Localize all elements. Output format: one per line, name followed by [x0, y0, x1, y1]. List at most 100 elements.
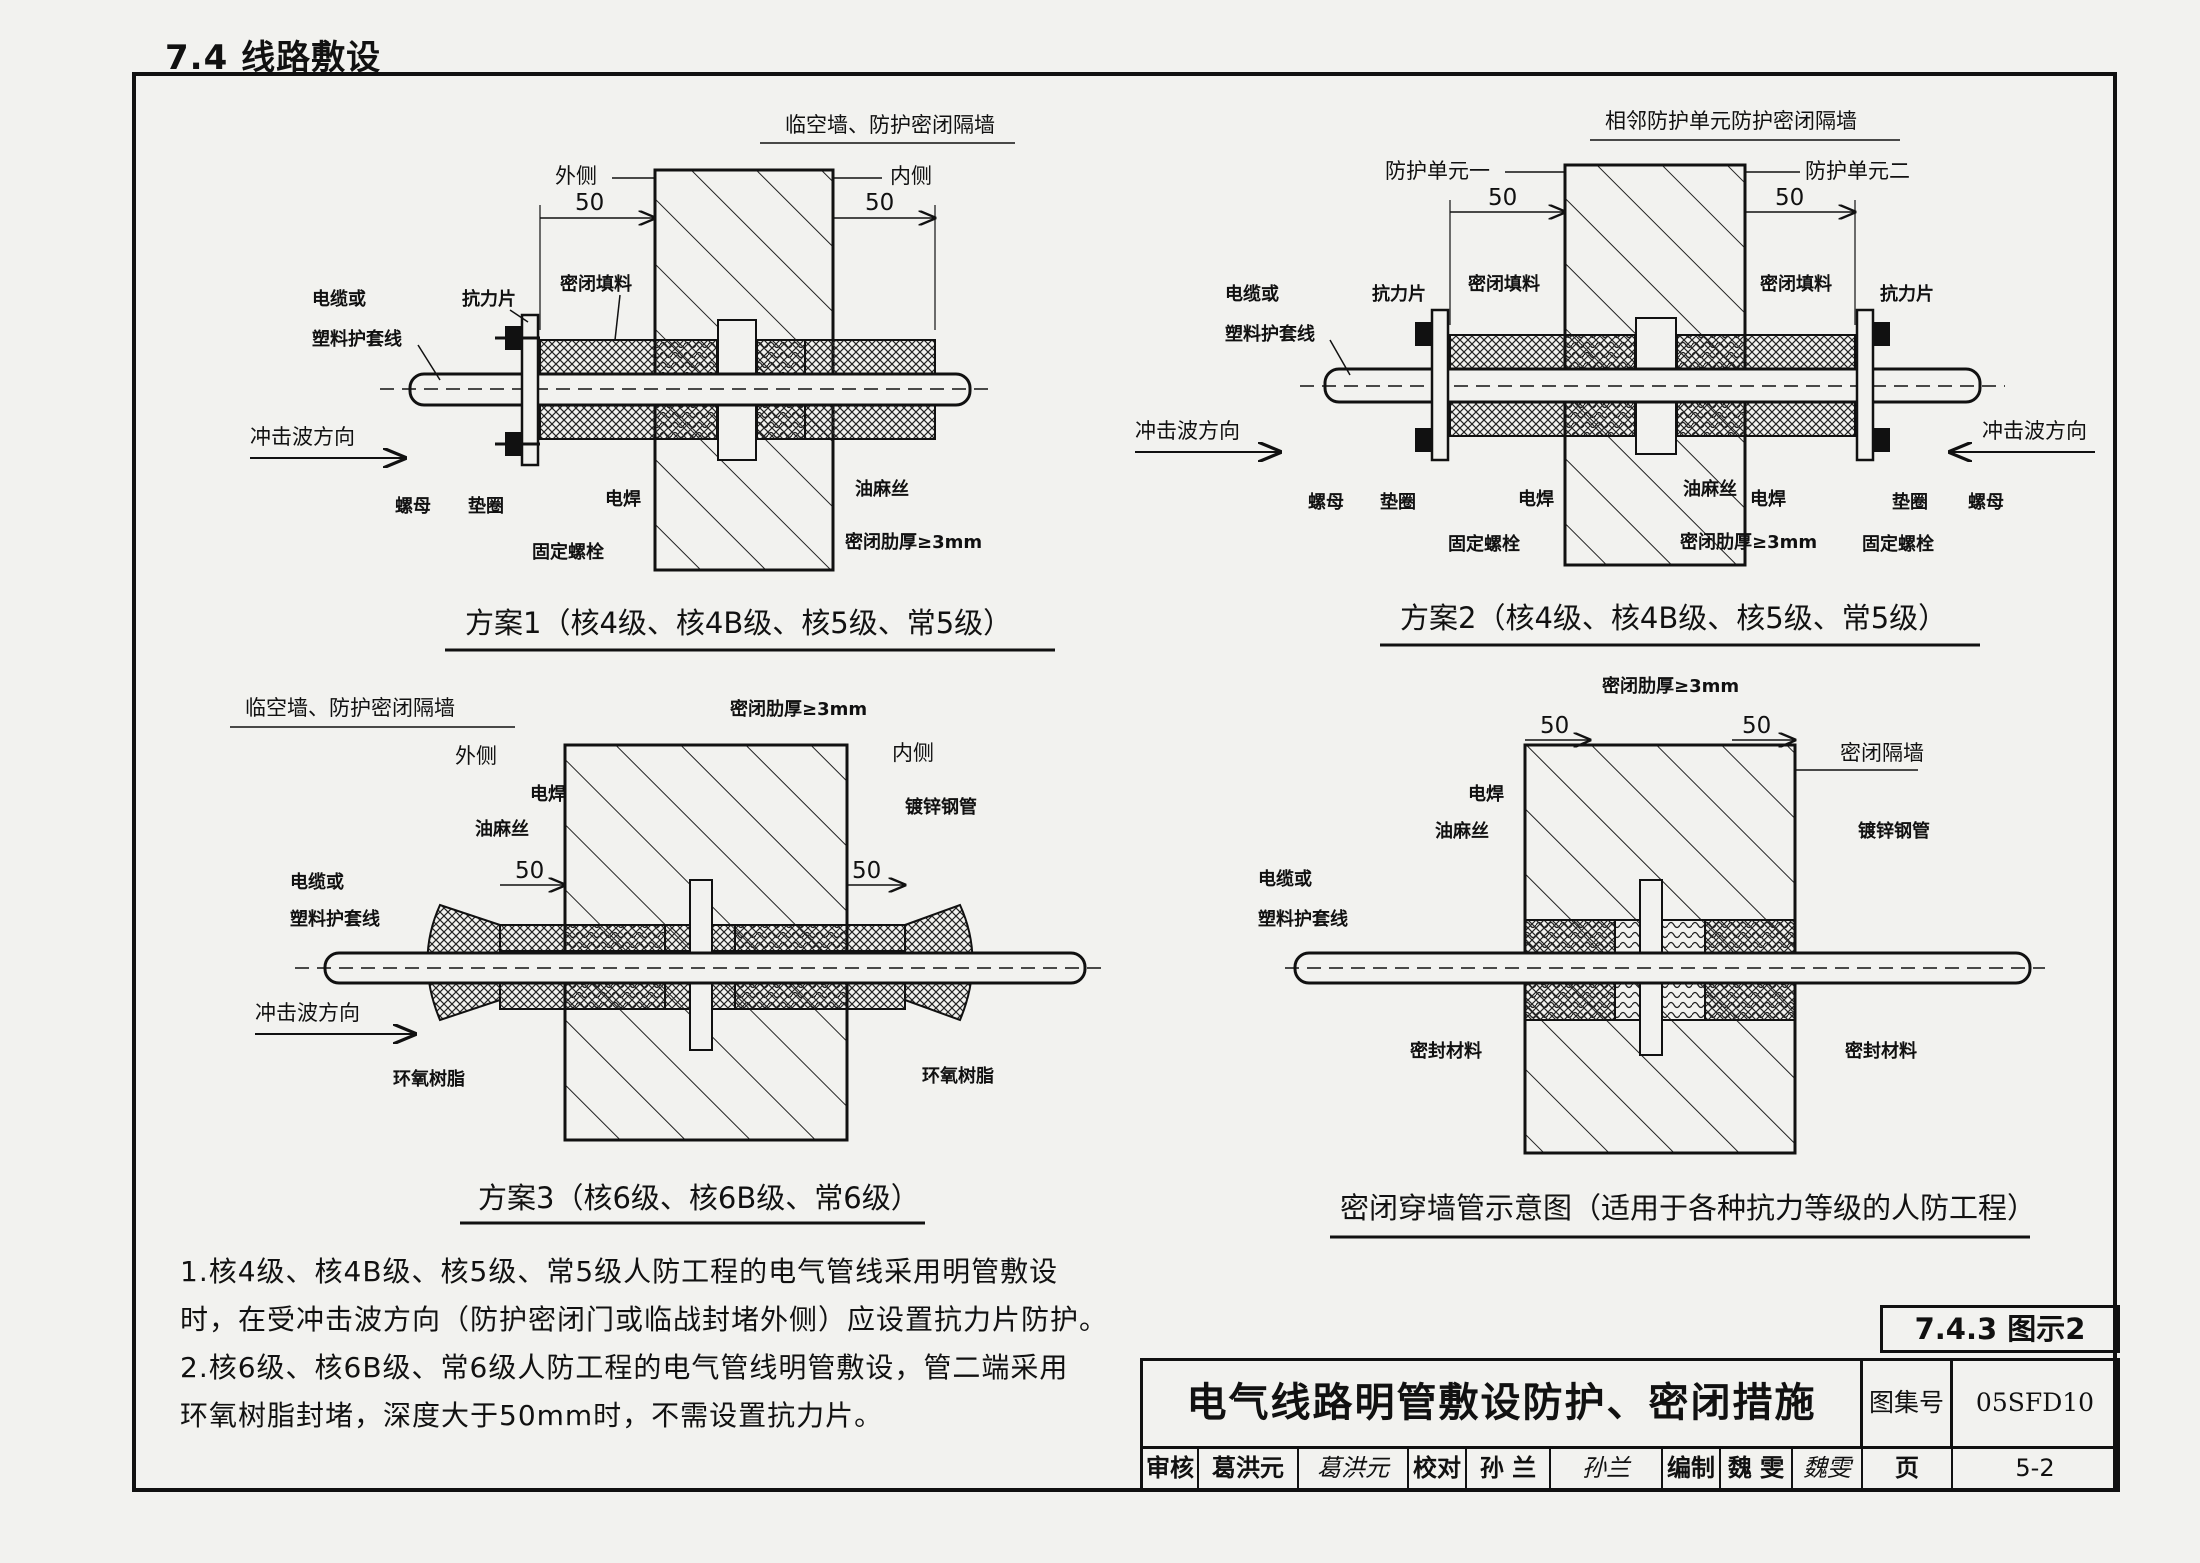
- checker-signature: 孙兰: [1551, 1449, 1663, 1489]
- filler-left-label: 密闭填料: [1468, 273, 1540, 295]
- nut-label: 螺母: [395, 496, 431, 517]
- nut-bottom-left: [1415, 428, 1432, 452]
- atlas-number: 05SFD10: [1953, 1361, 2117, 1449]
- plate-left-label: 抗力片: [1372, 283, 1426, 305]
- editor-name: 魏 雯: [1721, 1449, 1793, 1489]
- pipe-label: 镀锌钢管: [1858, 820, 1930, 842]
- outside-label: 外侧: [455, 744, 497, 768]
- wave-left-label: 冲击波方向: [1135, 419, 1240, 443]
- epoxy-right-label: 环氧树脂: [922, 1065, 994, 1087]
- inside-label: 内侧: [890, 164, 932, 188]
- plate-label: 抗力片: [462, 288, 516, 310]
- dim-right: 50: [1742, 713, 1771, 739]
- figure-1: 50 50 临空墙、防护密闭隔墙 外侧 内侧 电缆或 塑料护套线 抗力片 密闭填…: [250, 113, 1055, 652]
- note-line: 1.核4级、核4B级、核5级、常5级人防工程的电气管线采用明管敷设: [180, 1255, 1059, 1288]
- note-line: 时，在受冲击波方向（防护密闭门或临战封堵外侧）应设置抗力片防护。: [180, 1303, 1109, 1336]
- filler-right-label: 密闭填料: [1760, 273, 1832, 295]
- title-block: 电气线路明管敷设防护、密闭措施 图集号 05SFD10 审核 葛洪元 葛洪元 校…: [1140, 1358, 2120, 1492]
- bolt-label: 固定螺栓: [532, 541, 604, 563]
- caption-2: 方案2（核4级、核4B级、核5级、常5级）: [1400, 601, 1947, 635]
- weld-label: 电焊: [530, 783, 566, 805]
- dim-left: 50: [1540, 713, 1569, 739]
- dim-right: 50: [852, 858, 881, 884]
- seal-left-label: 密封材料: [1410, 1040, 1482, 1062]
- caption-1: 方案1（核4级、核4B级、核5级、常5级）: [465, 606, 1012, 640]
- caption-4: 密闭穿墙管示意图（适用于各种抗力等级的人防工程）: [1340, 1191, 2036, 1225]
- nut-top-left: [1415, 322, 1432, 346]
- cable-label-2: 塑料护套线: [1225, 323, 1315, 345]
- weld-label: 电焊: [605, 488, 641, 510]
- hemp-label: 油麻丝: [1683, 478, 1737, 500]
- figure-2: 50 50 相邻防护单元防护密闭隔墙 防护单元一 防护单元二 电缆或 塑料护套线…: [1135, 109, 2095, 647]
- pipe-label: 镀锌钢管: [905, 796, 977, 818]
- hemp-label: 油麻丝: [1435, 820, 1489, 842]
- dim-left: 50: [515, 858, 544, 884]
- page-label: 页: [1863, 1449, 1953, 1489]
- weld-right-label: 电焊: [1750, 488, 1786, 510]
- wall-label: 临空墙、防护密闭隔墙: [785, 113, 995, 137]
- signature-row: 审核 葛洪元 葛洪元 校对 孙 兰 孙兰 编制 魏 雯 魏雯 页 5-2: [1143, 1449, 2117, 1489]
- weld-left-label: 电焊: [1518, 488, 1554, 510]
- section-title: 7.4 线路敷设: [165, 38, 382, 78]
- hemp-label: 油麻丝: [475, 818, 529, 840]
- resistance-plate-left: [1430, 308, 1450, 462]
- bolt-right-label: 固定螺栓: [1862, 533, 1934, 555]
- nut-right-label: 螺母: [1968, 492, 2004, 513]
- atlas-label: 图集号: [1863, 1361, 1953, 1449]
- editor-signature: 魏雯: [1793, 1449, 1863, 1489]
- drawing-title: 电气线路明管敷设防护、密闭措施: [1143, 1361, 1863, 1449]
- figure-3: 50 50 临空墙、防护密闭隔墙 密闭肋厚≥3mm 外侧 内侧 电焊 油麻丝 镀…: [230, 696, 1105, 1225]
- bolt-left-label: 固定螺栓: [1448, 533, 1520, 555]
- rib-label: 密闭肋厚≥3mm: [730, 698, 867, 720]
- rib-label: 密闭肋厚≥3mm: [1680, 531, 1817, 553]
- washer-left-label: 垫圈: [1380, 491, 1416, 513]
- rib-label: 密闭肋厚≥3mm: [1602, 675, 1739, 697]
- edit-label: 编制: [1663, 1449, 1721, 1489]
- seal-right-label: 密封材料: [1845, 1040, 1917, 1062]
- checker-name: 孙 兰: [1467, 1449, 1551, 1489]
- check-label: 校对: [1409, 1449, 1467, 1489]
- outside-label: 外侧: [555, 164, 597, 188]
- dim-right: 50: [865, 190, 894, 216]
- review-label: 审核: [1143, 1449, 1199, 1489]
- plate-right-label: 抗力片: [1880, 283, 1934, 305]
- cable-label-1: 电缆或: [312, 288, 366, 310]
- nut-top-right: [1873, 322, 1890, 346]
- dim-right: 50: [1775, 185, 1804, 211]
- reviewer-signature: 葛洪元: [1299, 1449, 1409, 1489]
- weld-label: 电焊: [1468, 783, 1504, 805]
- nut-bottom-right: [1873, 428, 1890, 452]
- cable-label-1: 电缆或: [1258, 868, 1312, 890]
- resistance-plate-right: [1855, 308, 1875, 462]
- note-line: 环氧树脂封堵，深度大于50mm时，不需设置抗力片。: [180, 1399, 884, 1432]
- wall-label: 相邻防护单元防护密闭隔墙: [1605, 109, 1857, 133]
- wall-label: 临空墙、防护密闭隔墙: [245, 696, 455, 720]
- unit1-label: 防护单元一: [1385, 159, 1490, 183]
- nut-left-label: 螺母: [1308, 492, 1344, 513]
- cable-label-2: 塑料护套线: [312, 328, 402, 350]
- cable-label-2: 塑料护套线: [1258, 908, 1348, 930]
- resistance-plate: [520, 313, 540, 467]
- washer-label: 垫圈: [468, 495, 504, 517]
- figure-4: 50 50 密闭肋厚≥3mm 密闭隔墙 电焊 油麻丝 镀锌钢管 电缆或 塑料护套…: [1258, 675, 2045, 1239]
- unit2-label: 防护单元二: [1805, 159, 1910, 183]
- cable-label-2: 塑料护套线: [290, 908, 380, 930]
- page-number: 5-2: [2015, 1454, 2055, 1482]
- dim-left: 50: [575, 190, 604, 216]
- caption-3: 方案3（核6级、核6B级、常6级）: [478, 1181, 920, 1215]
- filler-label: 密闭填料: [560, 273, 632, 295]
- reviewer-name: 葛洪元: [1199, 1449, 1299, 1489]
- inside-label: 内侧: [892, 741, 934, 765]
- cable-label-1: 电缆或: [290, 871, 344, 893]
- notes: 1.核4级、核4B级、核5级、常5级人防工程的电气管线采用明管敷设 时，在受冲击…: [180, 1248, 1140, 1440]
- note-line: 2.核6级、核6B级、常6级人防工程的电气管线明管敷设，管二端采用: [180, 1351, 1069, 1384]
- rib-label: 密闭肋厚≥3mm: [845, 531, 982, 553]
- figure-number: 7.4.3 图示2: [1880, 1305, 2120, 1353]
- epoxy-left-label: 环氧树脂: [393, 1068, 465, 1090]
- dim-left: 50: [1488, 185, 1517, 211]
- cable-label-1: 电缆或: [1225, 283, 1279, 305]
- hemp-label: 油麻丝: [855, 478, 909, 500]
- washer-right-label: 垫圈: [1892, 491, 1928, 513]
- wave-right-label: 冲击波方向: [1982, 419, 2087, 443]
